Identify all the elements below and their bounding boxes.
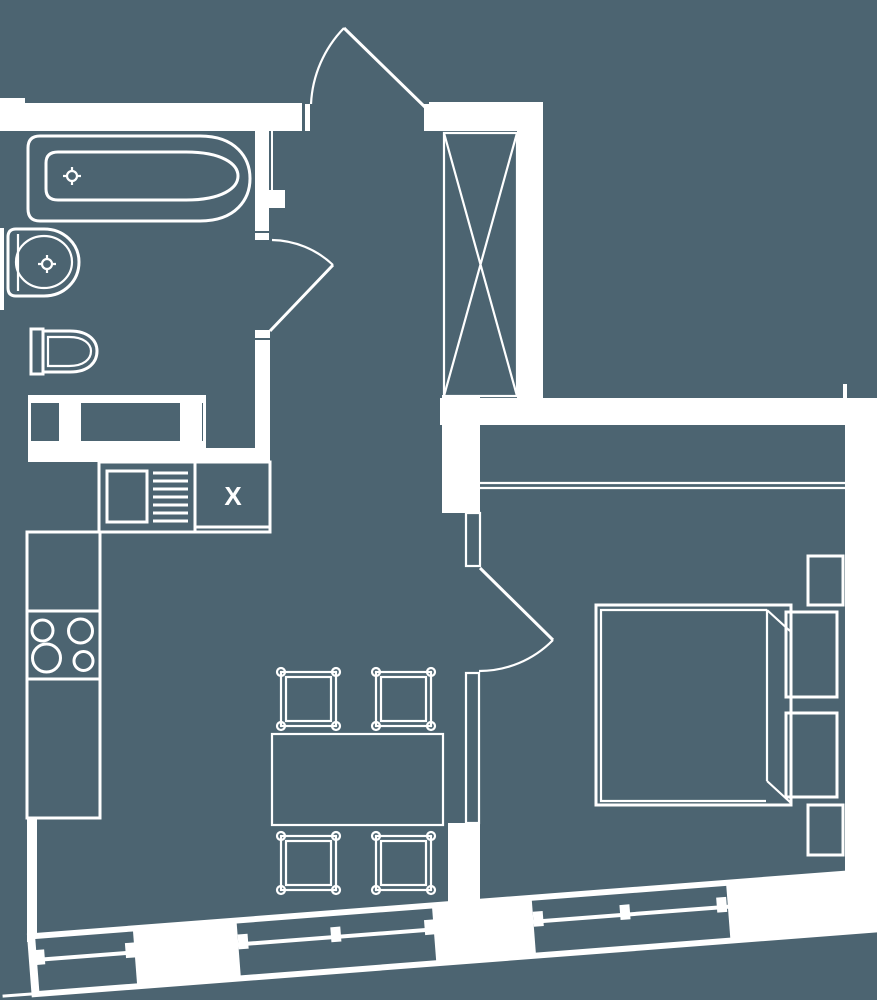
facade-outer-line-left [2, 992, 35, 998]
kitchen-drainer-lines [153, 471, 188, 523]
east-wall [845, 425, 877, 877]
bedroom-door-jamb-block [464, 511, 482, 568]
kitchen-counter-divider [193, 462, 270, 532]
bedroom-top-wall [440, 398, 877, 425]
pillow [784, 610, 839, 699]
entrance-jamb-left [305, 104, 310, 131]
double-bed [594, 603, 793, 807]
bedroom-west-wall-upper [442, 395, 480, 513]
bathroom-door-jamb-top [255, 233, 269, 240]
built-in-closet [480, 481, 845, 490]
hall-east-wall [517, 131, 543, 399]
bedroom-door-arc [478, 639, 554, 673]
facade-windows [35, 885, 731, 991]
bathtub [26, 134, 252, 223]
window-glass [236, 908, 434, 943]
window-glass [531, 885, 728, 920]
bathroom-door-arc [271, 238, 334, 266]
bedroom-door-leaf [478, 566, 555, 642]
bathroom-door [268, 238, 335, 333]
bathroom-south-wall [28, 448, 270, 462]
kitchen-sink-basin [105, 469, 149, 524]
nightstand [806, 554, 845, 607]
window-glass [35, 931, 135, 958]
top-wall-left [0, 103, 302, 131]
kitchen-south-wall-stub [27, 818, 37, 942]
window-glass [533, 908, 731, 953]
bedroom-partition-wall [464, 671, 481, 825]
pillow [784, 711, 839, 799]
bathroom-east-wall-upper [255, 131, 269, 231]
entrance-door-leaf [342, 26, 430, 112]
hall-architrave-line [271, 131, 273, 190]
washbasin [6, 227, 81, 298]
hob [30, 617, 95, 674]
basin-back-wall-line [0, 228, 4, 310]
top-left-wall-sliver [0, 98, 25, 103]
entrance-door [309, 26, 430, 112]
blanket-fold-bottom [766, 780, 792, 804]
hall-tab [269, 190, 285, 208]
kitchen-counter [25, 530, 102, 820]
window-mullions [34, 896, 728, 966]
mattress-outline [599, 608, 769, 803]
kitchen-sink-counter: X [97, 460, 272, 534]
east-wall-corner-tick [843, 384, 847, 398]
toilet [29, 327, 99, 376]
bathroom-door-jamb-bottom [255, 330, 270, 338]
nightstand [806, 803, 845, 857]
bathroom-door-leaf [268, 263, 335, 333]
window-glass [238, 931, 437, 976]
washing-machine [28, 395, 206, 449]
wardrobe [442, 131, 519, 398]
south-facade [2, 865, 877, 998]
bathroom-east-wall-lower [255, 340, 270, 450]
entrance-door-arc [309, 27, 345, 105]
entrance-jamb-right [424, 104, 429, 131]
window-glass [37, 954, 138, 991]
walls [0, 98, 877, 942]
kitchen-unit-marker: X [224, 481, 242, 511]
dining-table [270, 732, 445, 827]
bedroom-door [478, 566, 555, 673]
top-wall-right [429, 102, 543, 131]
